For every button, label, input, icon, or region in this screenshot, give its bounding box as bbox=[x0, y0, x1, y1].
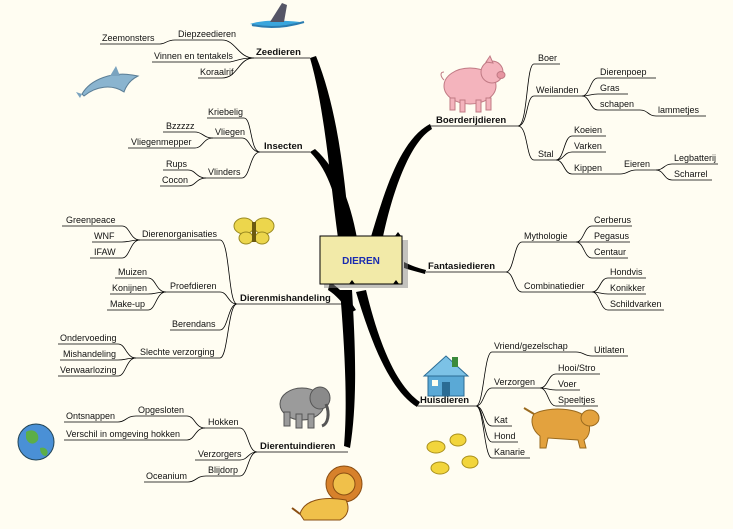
node-vliegen[interactable]: Vliegen bbox=[215, 127, 245, 137]
node-konijnen[interactable]: Konijnen bbox=[112, 283, 147, 293]
node-ifaw[interactable]: IFAW bbox=[94, 247, 116, 257]
node-rups[interactable]: Rups bbox=[166, 159, 188, 169]
shark-icon bbox=[250, 3, 305, 28]
node-berendans[interactable]: Berendans bbox=[172, 319, 216, 329]
node-lammetjes[interactable]: lammetjes bbox=[658, 105, 700, 115]
node-kippen[interactable]: Kippen bbox=[574, 163, 602, 173]
branch-insecten[interactable]: Insecten bbox=[264, 141, 303, 152]
globe-icon bbox=[17, 423, 55, 461]
center-tab-marker bbox=[345, 232, 351, 236]
branch-fantasiedieren[interactable]: Fantasiedieren bbox=[428, 261, 495, 272]
node-verwaarlozing[interactable]: Verwaarlozing bbox=[60, 365, 117, 375]
branch-huisdieren[interactable]: Huisdieren bbox=[420, 395, 469, 406]
node-muizen[interactable]: Muizen bbox=[118, 267, 147, 277]
node-labels: Zeedieren Diepzeedieren ZeemonstersVinnen … bbox=[60, 29, 716, 481]
node-bzzzzz[interactable]: Bzzzzz bbox=[166, 121, 195, 131]
lion-icon bbox=[291, 465, 363, 521]
node-koeien[interactable]: Koeien bbox=[574, 125, 602, 135]
node-vriend-gezelschap[interactable]: Vriend/gezelschap bbox=[494, 341, 568, 351]
node-voer[interactable]: Voer bbox=[558, 379, 577, 389]
node-cocon[interactable]: Cocon bbox=[162, 175, 188, 185]
node-stal[interactable]: Stal bbox=[538, 149, 554, 159]
dog-icon bbox=[523, 407, 600, 449]
connector-dierentuindieren bbox=[340, 290, 356, 448]
butterfly-icon bbox=[233, 217, 275, 245]
branch-connectors bbox=[310, 56, 432, 448]
node-varken[interactable]: Varken bbox=[574, 141, 602, 151]
node-hooi-stro[interactable]: Hooi/Stro bbox=[558, 363, 596, 373]
node-hond[interactable]: Hond bbox=[494, 431, 516, 441]
node-combinatiedier[interactable]: Combinatiedier bbox=[524, 281, 585, 291]
branch-dierenmishandeling[interactable]: Dierenmishandeling bbox=[240, 293, 331, 304]
node-konikker[interactable]: Konikker bbox=[610, 283, 645, 293]
node-schildvarken[interactable]: Schildvarken bbox=[610, 299, 662, 309]
node-centaur[interactable]: Centaur bbox=[594, 247, 626, 257]
central-topic-label: DIEREN bbox=[342, 256, 380, 267]
center-tab-marker bbox=[393, 280, 399, 284]
node-slechte-verzorging[interactable]: Slechte verzorging bbox=[140, 347, 215, 357]
node-kanarie[interactable]: Kanarie bbox=[494, 447, 525, 457]
branch-dierentuindieren[interactable]: Dierentuindieren bbox=[260, 441, 336, 452]
node-eieren[interactable]: Eieren bbox=[624, 159, 650, 169]
node-hondvis[interactable]: Hondvis bbox=[610, 267, 643, 277]
node-uitlaten[interactable]: Uitlaten bbox=[594, 345, 625, 355]
center-tab-marker bbox=[395, 232, 401, 236]
node-scharrel[interactable]: Scharrel bbox=[674, 169, 708, 179]
node-koraalrif[interactable]: Koraalrif bbox=[200, 67, 234, 77]
node-verzorgers[interactable]: Verzorgers bbox=[198, 449, 242, 459]
birds-icon bbox=[426, 433, 479, 475]
node-ondervoeding[interactable]: Ondervoeding bbox=[60, 333, 117, 343]
connector-huisdieren bbox=[356, 290, 420, 407]
branch-boerderijdieren[interactable]: Boerderijdieren bbox=[436, 115, 506, 126]
connector-fantasiedieren bbox=[404, 262, 426, 274]
node-make-up[interactable]: Make-up bbox=[110, 299, 145, 309]
node-vliegenmepper[interactable]: Vliegenmepper bbox=[131, 137, 192, 147]
node-verschil-in-omgeving-hokken[interactable]: Verschil in omgeving hokken bbox=[66, 429, 180, 439]
dolphin-icon bbox=[76, 66, 140, 98]
node-proefdieren[interactable]: Proefdieren bbox=[170, 281, 217, 291]
node-legbatterij[interactable]: Legbatterij bbox=[674, 153, 716, 163]
node-cerberus[interactable]: Cerberus bbox=[594, 215, 632, 225]
connector-boerderijdieren bbox=[370, 124, 432, 242]
node-oceanium[interactable]: Oceanium bbox=[146, 471, 187, 481]
node-hokken[interactable]: Hokken bbox=[208, 417, 239, 427]
node-ontsnappen[interactable]: Ontsnappen bbox=[66, 411, 115, 421]
branch-zeedieren[interactable]: Zeedieren bbox=[256, 47, 301, 58]
node-mythologie[interactable]: Mythologie bbox=[524, 231, 568, 241]
central-topic[interactable]: DIEREN bbox=[319, 235, 408, 288]
node-boer[interactable]: Boer bbox=[538, 53, 557, 63]
node-lines bbox=[58, 39, 718, 483]
node-gras[interactable]: Gras bbox=[600, 83, 620, 93]
node-blijdorp[interactable]: Blijdorp bbox=[208, 465, 238, 475]
node-opgesloten[interactable]: Opgesloten bbox=[138, 405, 184, 415]
node-vlinders[interactable]: Vlinders bbox=[208, 167, 241, 177]
node-schapen[interactable]: schapen bbox=[600, 99, 634, 109]
elephant-icon bbox=[279, 386, 331, 429]
node-mishandeling[interactable]: Mishandeling bbox=[63, 349, 116, 359]
node-kat[interactable]: Kat bbox=[494, 415, 508, 425]
house-icon bbox=[422, 355, 470, 397]
node-diepzeedieren[interactable]: Diepzeedieren bbox=[178, 29, 236, 39]
node-greenpeace[interactable]: Greenpeace bbox=[66, 215, 116, 225]
node-verzorgen[interactable]: Verzorgen bbox=[494, 377, 535, 387]
node-zeemonsters[interactable]: Zeemonsters bbox=[102, 33, 155, 43]
connector-insecten bbox=[310, 149, 357, 238]
node-kriebelig[interactable]: Kriebelig bbox=[208, 107, 243, 117]
node-speeltjes[interactable]: Speeltjes bbox=[558, 395, 596, 405]
node-dierenorganisaties[interactable]: Dierenorganisaties bbox=[142, 229, 218, 239]
center-tab-marker bbox=[349, 280, 355, 284]
node-pegasus[interactable]: Pegasus bbox=[594, 231, 630, 241]
node-vinnen-en-tentakels[interactable]: Vinnen en tentakels bbox=[154, 51, 233, 61]
node-weilanden[interactable]: Weilanden bbox=[536, 85, 578, 95]
pig-icon bbox=[440, 54, 506, 113]
node-dierenpoep[interactable]: Dierenpoep bbox=[600, 67, 647, 77]
node-wnf[interactable]: WNF bbox=[94, 231, 115, 241]
